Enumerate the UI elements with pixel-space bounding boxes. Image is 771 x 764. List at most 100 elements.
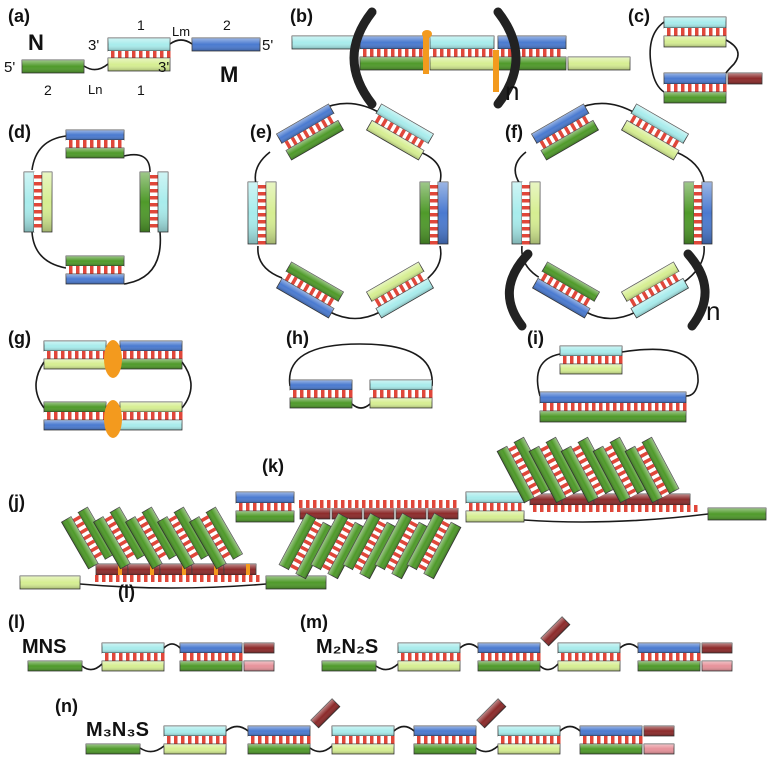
domain-2-top: 2 (223, 17, 231, 33)
duplex-bottom (429, 56, 495, 71)
strand-n-domain-2 (21, 59, 85, 74)
linker (559, 725, 581, 732)
strand-s-complement (243, 660, 275, 672)
hex-e-duplex-4-left (419, 181, 431, 245)
duplex-top (559, 345, 623, 357)
strand-s (643, 725, 675, 737)
cross-link-marker (423, 34, 429, 74)
strand-m-domain-1 (291, 35, 357, 50)
duplex-top (65, 255, 125, 267)
base-pair-rungs (430, 49, 494, 57)
duplex-bottom (663, 91, 727, 104)
cross-link-marker (104, 400, 122, 438)
duplex-top (179, 642, 243, 654)
panel-label-c: (c) (628, 6, 650, 26)
base-pair-rungs (664, 84, 727, 92)
panel-label-i: (i) (527, 328, 544, 348)
hex-f-duplex-4-left (683, 181, 695, 245)
panel-labels: (a) (b) (c) (d) (e) (f) (g) (h) (i) (j) … (8, 6, 650, 716)
panel-label-a: (a) (8, 6, 30, 26)
duplex-top (359, 35, 427, 50)
base-pair-rungs (120, 412, 183, 420)
duplex-top (663, 72, 727, 85)
linker (257, 245, 283, 279)
base-pair-rungs (332, 736, 395, 744)
prime-3-top: 3' (88, 37, 99, 54)
duplex-right (157, 171, 169, 233)
linker (81, 663, 103, 671)
prime-5-left: 5' (4, 59, 15, 76)
panel-label-l-inline: (l) (118, 582, 135, 602)
pendant-duplex-k-high-5 (624, 436, 680, 504)
base-pair-rungs (558, 653, 621, 661)
bracket-f-left (505, 249, 533, 331)
linker (35, 361, 45, 409)
strand-s-5 (223, 563, 257, 576)
hex-f-duplex-4-right (701, 181, 713, 245)
duplex-left (23, 171, 35, 233)
pendant-duplex-k-high-4 (592, 436, 648, 504)
base-pair-rungs (360, 49, 426, 57)
base-pair-rungs (34, 172, 42, 232)
duplex-top (477, 642, 541, 654)
strand-layer (19, 16, 767, 755)
duplex-bottom (119, 358, 183, 370)
base-pair-rungs (370, 390, 433, 398)
strand-m-domain-2 (191, 37, 261, 52)
duplex-top (65, 129, 125, 141)
base-pair-rungs (560, 356, 623, 364)
panel-label-k: (k) (262, 456, 284, 476)
cross-link-marker (118, 564, 122, 576)
base-pair-rungs (466, 503, 524, 511)
base-pair-rungs (296, 500, 460, 508)
strand-s (243, 642, 275, 654)
linker (419, 151, 442, 183)
base-pair-rungs (498, 49, 566, 57)
strand-n-domain-1 (567, 56, 631, 71)
base-pair-rungs (66, 140, 124, 148)
linker (621, 348, 699, 397)
strand-s-flipped (476, 698, 507, 729)
base-pair-rungs (236, 503, 294, 511)
base-pair-rungs (44, 351, 107, 359)
panel-label-n: (n) (55, 696, 78, 716)
hex-f-duplex-5 (531, 261, 601, 319)
linker (351, 403, 371, 409)
base-pair-rungs (522, 182, 530, 245)
duplex-bottom (119, 419, 183, 431)
duplex-top (101, 642, 165, 654)
strand-s-flipped (540, 616, 571, 647)
panel-label-m: (m) (300, 612, 328, 632)
strand-n-domain-2 (27, 660, 83, 672)
duplex-bottom (289, 397, 353, 409)
base-pair-rungs (248, 736, 311, 744)
panel-label-d: (d) (8, 122, 31, 142)
prime-3-bottom: 3' (158, 59, 169, 76)
base-pair-rungs (44, 412, 107, 420)
linker (31, 135, 67, 171)
base-pair-rungs (150, 172, 158, 232)
cross-link-marker (422, 30, 432, 38)
base-pair-rungs (92, 575, 262, 582)
duplex-top (235, 491, 295, 504)
linker (375, 663, 399, 671)
duplex-top (413, 725, 477, 737)
duplex-top (557, 642, 621, 654)
linker (254, 151, 271, 185)
duplex-top (539, 391, 687, 404)
duplex-bottom (397, 660, 461, 672)
duplex-top (429, 35, 495, 50)
linker (225, 725, 249, 732)
linker (31, 231, 67, 269)
base-pair-rungs (414, 736, 477, 744)
linker (675, 151, 705, 183)
duplex-bottom (359, 56, 427, 71)
hex-f-duplex-6 (620, 261, 690, 319)
duplex-bottom (43, 419, 107, 431)
duplex-top (497, 725, 561, 737)
strand-s-complement (643, 743, 675, 755)
duplex-bottom (43, 358, 107, 370)
domain-1-bottom: 1 (137, 82, 145, 98)
pendant-duplex-k-low-2 (310, 512, 366, 580)
panel-label-b: (b) (290, 6, 313, 26)
